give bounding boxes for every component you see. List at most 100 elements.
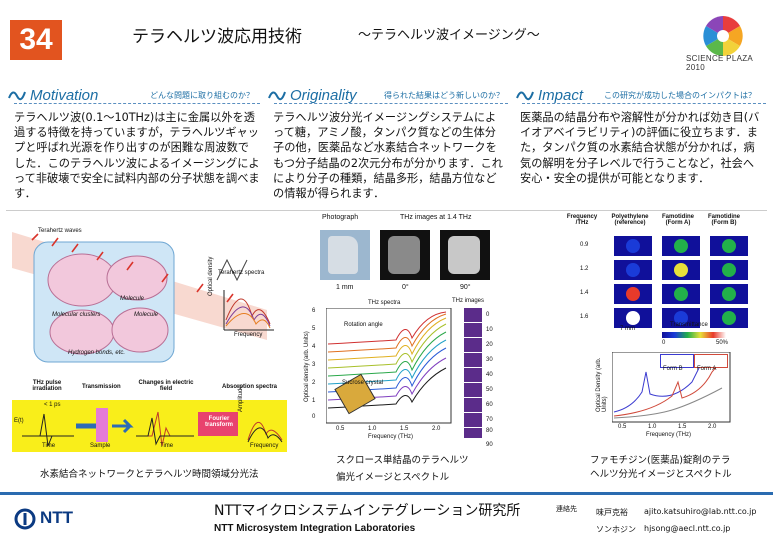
contact-email[interactable]: ajito.katsuhiro@lab.ntt.co.jp	[644, 507, 757, 516]
row-freq: 0.9	[580, 242, 589, 248]
sucrose-spectra-plot	[326, 308, 452, 424]
wave-icon	[8, 91, 26, 101]
label-et: E(t)	[14, 418, 24, 424]
image-grid-svg	[614, 236, 748, 328]
thz-image-90	[440, 230, 490, 280]
spectra-title: THz spectra	[368, 300, 401, 306]
y-tick: 6	[312, 308, 316, 314]
contact-label: 連絡先	[556, 505, 577, 513]
motivation-question: どんな問題に取り組むのか？	[150, 91, 254, 100]
divider	[6, 210, 767, 211]
step-absorption: Absorption spectra	[222, 384, 278, 390]
contact-name: 味戸克裕	[596, 508, 628, 517]
label-thz-waves: Terahertz waves	[38, 228, 82, 234]
row-freq: 1.2	[580, 266, 589, 272]
x-tick: 0.5	[618, 424, 627, 430]
figure1-caption: 水素結合ネットワークとテラヘルツ時間領域分光法	[40, 469, 259, 480]
scale-label: 1 mm	[336, 284, 354, 291]
footer-divider	[0, 492, 773, 495]
angle-label: 40	[486, 372, 493, 378]
label-sample: Sample	[90, 443, 111, 449]
form-a-legend: Form A	[694, 354, 728, 372]
science-plaza-logo	[703, 16, 743, 56]
impact-header: Impact この研究が成功した場合のインパクトは？	[516, 86, 766, 104]
motivation-header: Motivation どんな問題に取り組むのか？	[8, 86, 260, 104]
originality-header: Originality 得られた結果はどう新しいのか？	[268, 86, 508, 104]
label-amplitude: Amplitude	[238, 385, 244, 412]
step-pulse: THz pulse irradiation	[32, 380, 62, 392]
impact-question: この研究が成功した場合のインパクトは？	[604, 91, 756, 100]
label-frequency-2: Frequency	[250, 443, 279, 449]
originality-text: テラヘルツ波分光イメージングシステムによって糖，アミノ酸，タンパク質などの生体分…	[273, 111, 503, 201]
x-tick: 1.5	[400, 426, 409, 432]
angle-0-label: 0°	[402, 284, 409, 291]
poster-title: テラヘルツ波応用技術	[132, 27, 302, 47]
ntt-logo-icon	[14, 508, 36, 530]
angle-label: 30	[486, 357, 493, 363]
contact-email[interactable]: hjsong@aecl.ntt.co.jp	[644, 524, 731, 533]
angle-label: 70	[486, 417, 493, 423]
label-ps: < 1 ps	[44, 402, 61, 408]
figure-hydrogen-bond: Terahertz waves Terahertz spectra Molecu…	[12, 220, 287, 460]
angle-label: 60	[486, 402, 493, 408]
label-time: Time	[42, 443, 56, 449]
form-b-legend: Form B	[660, 354, 694, 372]
col-form-b: Famotidine (Form B)	[707, 214, 740, 226]
form-a-text: Form A	[697, 366, 717, 372]
spectra-ylabel: Optical density (arb. Units)	[304, 331, 310, 402]
figure-sucrose: Photograph THz images at 1.4 THz 1 mm 0°…	[304, 212, 514, 452]
form-b-text: Form B	[663, 366, 683, 372]
photo-label: Photograph	[322, 214, 359, 221]
colorbar-min: 0	[662, 340, 666, 346]
figure2-caption-line1: スクロース単結晶のテラヘルツ	[336, 455, 469, 466]
label-frequency: Frequency	[234, 332, 263, 338]
famotidine-spectra-plot	[612, 352, 731, 423]
angle-label: 80	[486, 428, 493, 434]
step-transmission: Transmission	[82, 384, 121, 390]
label-time-2: Time	[160, 443, 174, 449]
motivation-heading: Motivation	[30, 87, 99, 104]
angle-90-label: 90°	[460, 284, 471, 291]
x-tick: 2.0	[432, 426, 441, 432]
label-molecule: Molecule	[120, 296, 145, 302]
angle-label: 50	[486, 387, 493, 393]
rotation-label: Rotation angle	[344, 322, 383, 328]
row-freq: 1.6	[580, 314, 589, 320]
label-optical-density: Optical density	[208, 256, 214, 296]
x-tick: 1.0	[368, 426, 377, 432]
y-tick: 4	[312, 344, 316, 350]
photograph-image	[320, 230, 370, 280]
contact-name: ソンホジン	[596, 525, 636, 534]
figure3-caption-line1: ファモチジン(医薬品)錠剤のテラ	[590, 455, 731, 466]
col-form-a: Famotidine (Form A)	[661, 214, 694, 226]
originality-heading: Originality	[290, 87, 357, 104]
y-tick: 2	[312, 380, 316, 386]
transmittance-label: Transmittance	[670, 322, 708, 328]
label-hbonds: Hydrogen bonds, etc.	[68, 350, 126, 356]
wave-icon	[268, 91, 286, 101]
crystal-label: Sucrose crystal	[342, 380, 384, 386]
y-tick: 3	[312, 362, 316, 368]
thz-label: THz images at 1.4 THz	[400, 214, 472, 221]
figure3-caption-line2: ヘルツ分光イメージとスペクトル	[590, 469, 732, 480]
spectra-xlabel: Frequency (THz)	[368, 434, 414, 440]
angle-label: 90	[486, 442, 493, 448]
figure2-caption-line2: 偏光イメージとスペクトル	[336, 472, 450, 483]
x-tick: 2.0	[708, 424, 717, 430]
motivation-text: テラヘルツ波(0.1～10THz)は主に金属以外を透過する特徴を持っていますが，…	[14, 111, 260, 201]
col-poly: Polyethylene (reference)	[611, 214, 649, 226]
process-strip: < 1 ps E(t) Time Sample Time Fourier tra…	[12, 385, 287, 452]
x-tick: 0.5	[336, 426, 345, 432]
impact-text: 医薬品の結晶分布や溶解性が分かれば効き目(バイオアベイラビリティ)の評価に役立ち…	[520, 111, 760, 185]
label-clusters: Molecular clusters	[52, 312, 101, 318]
lab-name-jp: NTTマイクロシステムインテグレーション研究所	[214, 503, 521, 519]
step-changes: Changes in electric field	[138, 380, 194, 392]
y-tick: 1	[312, 398, 316, 404]
label-thz-spectra: Terahertz spectra	[218, 270, 265, 276]
angle-label: 0	[486, 312, 490, 318]
colorbar	[662, 332, 726, 338]
logo-text: SCIENCE PLAZA 2010	[686, 54, 753, 72]
impact-heading: Impact	[538, 87, 584, 104]
lab-name-en: NTT Microsystem Integration Laboratories	[214, 523, 416, 534]
originality-question: 得られた結果はどう新しいのか？	[384, 91, 504, 100]
